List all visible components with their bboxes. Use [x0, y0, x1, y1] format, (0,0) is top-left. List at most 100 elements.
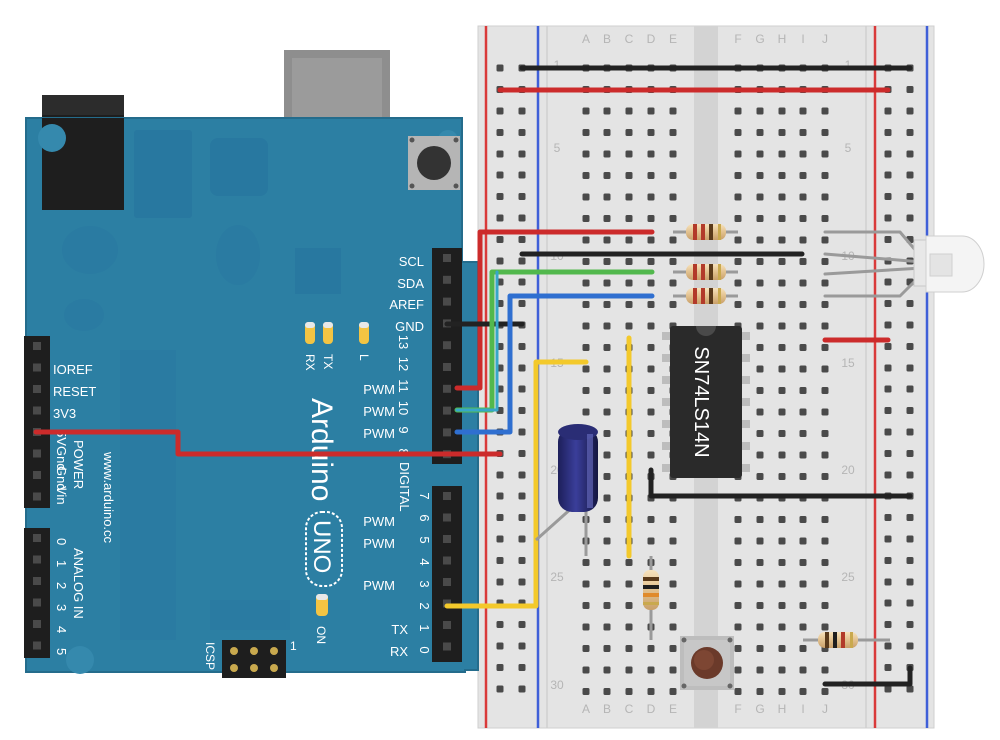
breadboard-hole[interactable] [603, 602, 611, 609]
breadboard-hole[interactable] [821, 688, 829, 695]
breadboard-hole[interactable] [821, 258, 829, 265]
breadboard-hole[interactable] [778, 688, 786, 695]
breadboard-hole[interactable] [734, 193, 742, 201]
breadboard-hole[interactable] [669, 193, 677, 201]
breadboard-hole[interactable] [799, 580, 807, 588]
breadboard-hole[interactable] [734, 279, 742, 287]
breadboard-hole[interactable] [603, 322, 611, 330]
breadboard-hole[interactable] [603, 559, 611, 566]
header-socket[interactable] [443, 642, 451, 651]
breadboard-hole[interactable] [778, 344, 786, 351]
breadboard-hole[interactable] [778, 430, 786, 437]
breadboard-hole[interactable] [496, 492, 504, 500]
breadboard-hole[interactable] [647, 215, 655, 222]
breadboard-hole[interactable] [518, 450, 526, 457]
header-socket[interactable] [33, 363, 41, 372]
header-socket[interactable] [443, 254, 451, 262]
breadboard-hole[interactable] [625, 279, 633, 287]
breadboard-hole[interactable] [778, 537, 786, 545]
breadboard-hole[interactable] [518, 557, 526, 564]
breadboard-hole[interactable] [625, 301, 633, 308]
breadboard-hole[interactable] [603, 279, 611, 287]
breadboard-hole[interactable] [756, 215, 764, 222]
breadboard-hole[interactable] [582, 322, 590, 330]
breadboard-hole[interactable] [669, 645, 677, 652]
breadboard-hole[interactable] [778, 623, 786, 631]
breadboard-hole[interactable] [821, 602, 829, 609]
header-socket[interactable] [33, 449, 41, 458]
breadboard-hole[interactable] [734, 258, 742, 265]
breadboard-hole[interactable] [518, 685, 526, 693]
breadboard-hole[interactable] [778, 301, 786, 308]
breadboard-hole[interactable] [778, 602, 786, 609]
breadboard-hole[interactable] [756, 645, 764, 652]
breadboard-hole[interactable] [603, 580, 611, 588]
breadboard-hole[interactable] [603, 537, 611, 545]
header-socket[interactable] [443, 578, 451, 586]
breadboard-hole[interactable] [734, 623, 742, 631]
breadboard-hole[interactable] [778, 193, 786, 201]
breadboard-hole[interactable] [778, 107, 786, 115]
header-socket[interactable] [443, 297, 451, 306]
push-button[interactable] [680, 636, 734, 690]
breadboard-hole[interactable] [799, 408, 807, 416]
breadboard-hole[interactable] [799, 322, 807, 330]
breadboard-hole[interactable] [496, 535, 504, 543]
breadboard-hole[interactable] [821, 322, 829, 330]
breadboard-hole[interactable] [518, 407, 526, 414]
breadboard-hole[interactable] [625, 258, 633, 265]
breadboard-hole[interactable] [518, 278, 526, 286]
breadboard-hole[interactable] [518, 171, 526, 179]
header-socket[interactable] [33, 598, 41, 607]
breadboard-hole[interactable] [669, 279, 677, 287]
breadboard-hole[interactable] [647, 193, 655, 201]
header-socket[interactable] [33, 620, 41, 628]
breadboard-hole[interactable] [669, 107, 677, 115]
breadboard-hole[interactable] [799, 107, 807, 115]
breadboard-hole[interactable] [778, 451, 786, 459]
breadboard-hole[interactable] [496, 664, 504, 671]
breadboard-hole[interactable] [669, 215, 677, 222]
breadboard-hole[interactable] [884, 428, 892, 436]
breadboard-hole[interactable] [799, 451, 807, 459]
breadboard-hole[interactable] [884, 171, 892, 179]
breadboard-hole[interactable] [582, 602, 590, 609]
breadboard-hole[interactable] [906, 107, 914, 115]
breadboard-hole[interactable] [884, 621, 892, 628]
breadboard-hole[interactable] [647, 516, 655, 523]
breadboard-hole[interactable] [799, 559, 807, 566]
header-socket[interactable] [33, 555, 41, 564]
breadboard-hole[interactable] [756, 258, 764, 265]
breadboard-hole[interactable] [625, 129, 633, 136]
breadboard-hole[interactable] [496, 257, 504, 265]
breadboard-hole[interactable] [496, 471, 504, 479]
breadboard-hole[interactable] [647, 129, 655, 136]
breadboard-hole[interactable] [884, 450, 892, 457]
breadboard-hole[interactable] [669, 129, 677, 136]
breadboard-hole[interactable] [906, 343, 914, 350]
breadboard-hole[interactable] [625, 645, 633, 652]
breadboard-hole[interactable] [603, 645, 611, 652]
breadboard-hole[interactable] [799, 215, 807, 222]
breadboard-hole[interactable] [603, 430, 611, 437]
breadboard-hole[interactable] [518, 300, 526, 307]
breadboard-hole[interactable] [778, 516, 786, 523]
breadboard-hole[interactable] [799, 279, 807, 287]
breadboard-hole[interactable] [496, 514, 504, 521]
breadboard-hole[interactable] [582, 645, 590, 652]
header-socket[interactable] [33, 385, 41, 393]
breadboard-hole[interactable] [734, 602, 742, 609]
breadboard-hole[interactable] [778, 322, 786, 330]
breadboard-hole[interactable] [884, 578, 892, 586]
breadboard-hole[interactable] [756, 301, 764, 308]
breadboard-hole[interactable] [884, 664, 892, 671]
breadboard-hole[interactable] [734, 107, 742, 115]
header-socket[interactable] [443, 363, 451, 371]
breadboard-hole[interactable] [647, 537, 655, 545]
breadboard-hole[interactable] [669, 688, 677, 695]
breadboard-hole[interactable] [778, 666, 786, 674]
breadboard-hole[interactable] [647, 688, 655, 695]
breadboard-hole[interactable] [756, 172, 764, 179]
breadboard-hole[interactable] [906, 407, 914, 414]
breadboard-hole[interactable] [756, 580, 764, 588]
